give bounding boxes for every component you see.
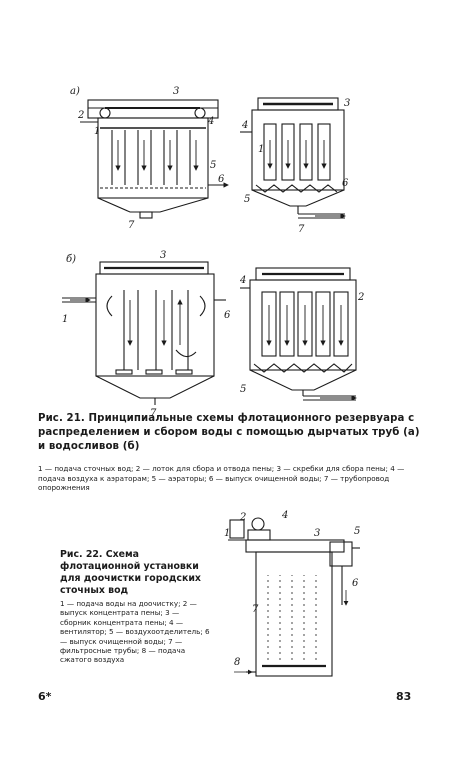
fig21b-left-arrows [70,297,183,346]
fig22-label-2: 2 [239,512,246,523]
fig21a-left-tank [80,99,228,219]
panel-b-label: б) [66,254,76,265]
fig21b-right-label-5: 5 [240,384,246,395]
fig21a-right-arrows [267,140,346,219]
fig21b-right-arrows [266,305,357,401]
fig21b-right-label-4: 4 [239,275,246,286]
fig21a-left-label-1: 1 [94,126,100,137]
fig21a-left-label-5: 5 [210,160,216,171]
fig22-label-6: 6 [352,578,359,589]
fig22-label-5: 5 [354,526,360,537]
fig21a-left-arrows [115,140,229,188]
fig22-label-8: 8 [234,657,240,668]
fig21b-left-label-1: 1 [62,314,68,325]
signature-mark: 6* [38,690,52,703]
fig21a-right-label-7: 7 [298,224,305,235]
figure-21-legend: 1 — подача сточных вод; 2 — лоток для сб… [38,464,405,492]
fig21a-right-label-3: 3 [344,98,350,109]
fig21a-right-label-4: 4 [241,120,248,131]
fig21b-left-tank [62,261,226,405]
fig21a-right-label-5: 5 [244,194,250,205]
fig21b-left-label-3: 3 [160,250,166,261]
fig21b-right-tank [240,267,357,401]
fig21a-right-tank [240,97,345,219]
fig22-label-7: 7 [252,604,259,615]
fig21b-right-label-2: 2 [357,292,364,303]
fig22-bubbles [234,575,349,675]
panel-a-label: а) [70,86,80,97]
figure-22-caption: Рис. 22. Схема флотационной установки дл… [60,549,201,596]
fig21a-left-label-7: 7 [128,220,135,231]
fig21b-left-label-7: 7 [150,408,157,419]
fig22-label-4: 4 [281,510,288,521]
figure-21-drawing: а) б) 1 2 3 4 5 6 7 1 3 4 5 6 7 1 3 6 7 … [62,86,364,419]
fig21a-right-label-6: 6 [342,178,349,189]
fig21a-right-label-1: 1 [258,144,264,155]
fig21a-left-label-3: 3 [173,86,179,97]
fig21a-left-label-4: 4 [207,116,214,127]
fig21a-left-label-2: 2 [77,110,84,121]
fig22-label-1: 1 [224,528,230,539]
fig21b-left-label-6: 6 [224,310,231,321]
fig22-installation [228,517,360,677]
figure-22-legend: 1 — подача воды на доочистку; 2 — выпуск… [60,599,210,665]
page-number: 83 [396,690,412,703]
fig22-label-3: 3 [314,528,320,539]
fig21a-left-label-6: 6 [218,174,225,185]
figure-21-caption: Рис. 21. Принципиальные схемы флотационн… [38,413,420,452]
